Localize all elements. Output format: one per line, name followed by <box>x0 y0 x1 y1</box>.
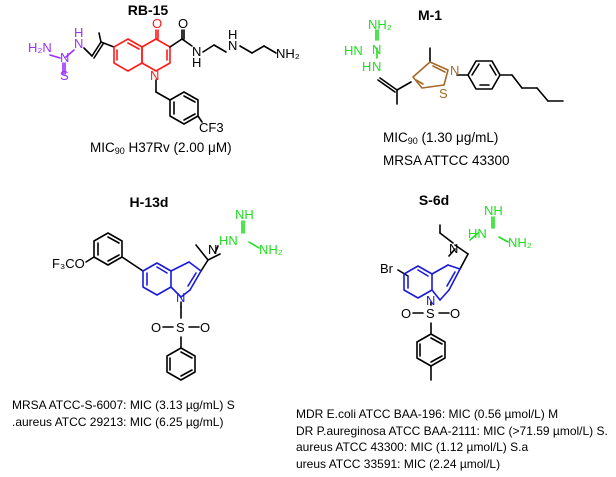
rb15-thio-n-label: N <box>60 50 69 65</box>
h13d-hn-label: HN <box>219 233 238 248</box>
caption-s6d-line3: aureus ATCC 43300: MIC (1.12 µmol/L) S.a <box>296 440 529 454</box>
compound-title-rb15: RB-15 <box>127 2 169 18</box>
caption-h13d: MRSA ATCC-S-6007: MIC (3.13 µg/mL) S .au… <box>12 397 235 430</box>
rb15-amide-h-label: H <box>192 55 201 70</box>
rb15-nh-label: N <box>74 36 83 51</box>
s6d-br-label: Br <box>380 261 394 276</box>
caption-rb15: MIC90 H37Rv (2.00 μM) <box>90 140 232 156</box>
caption-m1-line2: MRSA ATTCC 43300 <box>383 153 510 168</box>
rb15-h2n-label: H₂N <box>28 40 52 55</box>
rb15-amide-n-label: N <box>192 44 201 59</box>
rb15-cf3-label: CF3 <box>199 120 224 135</box>
m1-nh-label: N <box>372 59 381 74</box>
m1-nh2-label: NH₂ <box>368 17 392 32</box>
caption-m1: MIC90 (1.30 μg/mL) MRSA ATTCC 43300 <box>383 130 510 168</box>
rb15-amide-o-label: O <box>178 16 188 31</box>
rb15-ring-n-label: N <box>150 68 159 83</box>
h13d-nh-label: NH <box>235 207 254 222</box>
h13d-o2-label: O <box>200 320 210 335</box>
rb15-amine-n-label: N <box>228 38 237 53</box>
compound-title-s6d: S-6d <box>418 192 450 208</box>
s6d-structure <box>397 216 509 381</box>
caption-s6d-line2: DR P.aureginosa ATCC BAA-2111: MIC (>71.… <box>296 423 608 438</box>
s6d-o2-label: O <box>450 306 460 321</box>
caption-s6d: MDR E.coli ATCC BAA-196: MIC (0.56 µmol/… <box>296 406 608 472</box>
h13d-imine-n-label: N <box>208 242 217 257</box>
m1-guan-n-label: N <box>372 42 381 57</box>
m1-structure <box>375 29 564 105</box>
rb15-structure <box>49 29 277 125</box>
h13d-nh2-label: NH₂ <box>259 242 283 257</box>
caption-h13d-line1: MRSA ATCC-S-6007: MIC (3.13 µg/mL) S <box>12 398 235 412</box>
rb15-s-label: S <box>60 68 69 83</box>
s6d-nh2-label: NH₂ <box>508 235 532 250</box>
rb15-keto-o-label: O <box>152 16 162 31</box>
s6d-ring-n-label: N <box>426 293 435 308</box>
caption-s6d-line1: MDR E.coli ATCC BAA-196: MIC (0.56 µmol/… <box>296 407 559 421</box>
caption-s6d-line4: ureus ATCC 33591: MIC (2.24 µmol/L) <box>296 456 501 471</box>
m1-nh-h-label: H <box>362 59 371 74</box>
s6d-o1-label: O <box>401 306 411 321</box>
compound-title-h13d: H-13d <box>129 194 169 210</box>
s6d-imine-n-label: N <box>449 241 458 256</box>
s6d-nh-label: NH <box>484 203 503 218</box>
rb15-nh2-label: NH₂ <box>276 46 300 61</box>
m1-thiazole-s-label: S <box>439 86 448 101</box>
rb15-h-label: H <box>74 25 83 40</box>
m1-thiazole-n-label: N <box>450 63 459 78</box>
h13d-f3co-label: F₃CO <box>52 256 85 271</box>
rb15-amine-h-label: H <box>228 27 237 42</box>
caption-h13d-line2: .aureus ATCC 29213: MIC (6.25 µg/mL) <box>12 414 224 429</box>
s6d-hn-label: HN <box>468 226 487 241</box>
h13d-structure <box>85 220 260 381</box>
h13d-s-label: S <box>176 320 185 335</box>
compound-title-m1: M-1 <box>417 7 443 23</box>
m1-hn-label: HN <box>344 43 363 58</box>
h13d-ring-n-label: N <box>176 290 185 305</box>
s6d-s-label: S <box>426 306 435 321</box>
h13d-o1-label: O <box>151 320 161 335</box>
